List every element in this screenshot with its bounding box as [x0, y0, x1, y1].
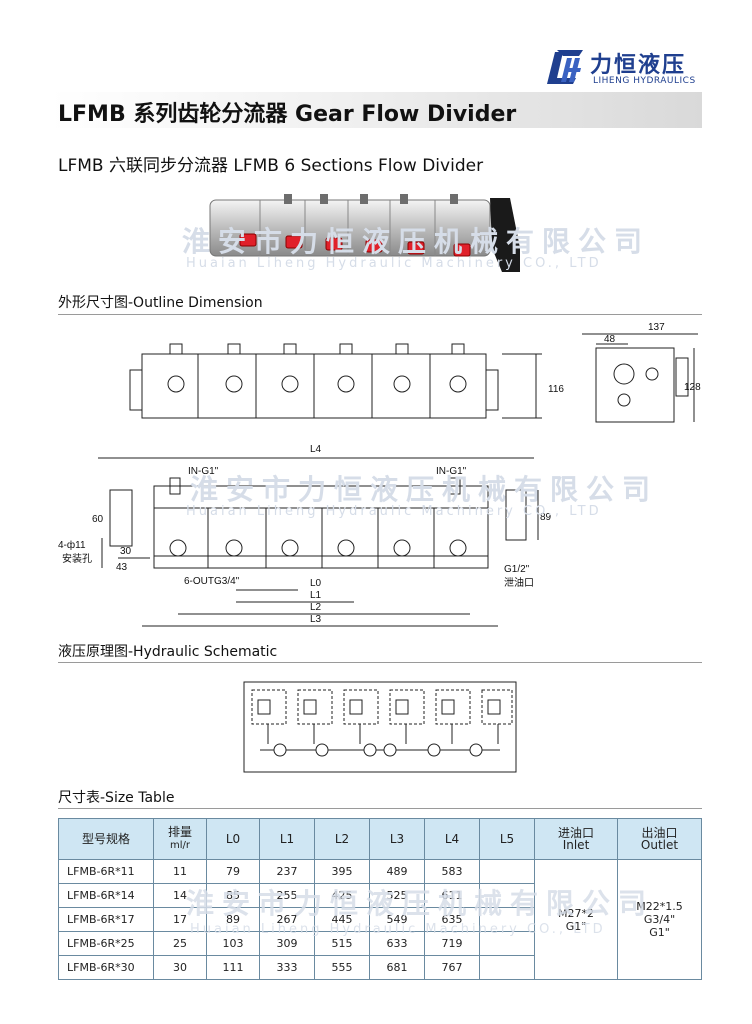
- cell-L5: [479, 955, 535, 980]
- col-L4: L4: [424, 818, 480, 860]
- label-in-right: IN-G1": [436, 466, 467, 477]
- cell-disp: 14: [153, 883, 207, 908]
- col-displacement-cn: 排量: [167, 825, 192, 839]
- dim-30: 30: [120, 546, 132, 557]
- cell-L2: 395: [314, 859, 370, 884]
- dim-L0: L0: [310, 578, 322, 589]
- section-size-table-heading: 尺寸表-Size Table: [58, 790, 175, 806]
- dim-L3: L3: [310, 614, 322, 625]
- col-displacement-unit: ml/r: [170, 840, 190, 851]
- col-L5: L5: [479, 818, 535, 860]
- dim-128: 128: [684, 382, 701, 393]
- col-outlet-en: Outlet: [640, 838, 679, 852]
- cell-L2: 515: [314, 931, 370, 956]
- outline-drawing: 137 48 116 128 L4 IN-G1" IN-G1" 60 89 30…: [58, 322, 701, 627]
- cell-model: LFMB-6R*25: [58, 931, 154, 956]
- divider: [58, 314, 702, 315]
- cell-L1: 237: [259, 859, 315, 884]
- title-bar: [50, 92, 702, 128]
- cell-outlet: M22*1.5 G3/4" G1": [617, 859, 702, 980]
- divider: [58, 808, 702, 809]
- cell-model: LFMB-6R*17: [58, 907, 154, 932]
- label-outlets: 6-OUTG3/4": [184, 576, 240, 587]
- table-row: LFMB-6R*11 11 79 237 395 489 583 M27*2 G…: [58, 859, 702, 980]
- size-table: 型号规格 排量 ml/r L0 L1 L2 L3 L4 L5 进油口 Inlet…: [58, 818, 702, 980]
- cell-L5: [479, 907, 535, 932]
- watermark-cn: 淮安市力恒液压机械有限公司: [182, 225, 651, 258]
- table-row: LFMB-6R*30 30 111 333 555 681 767: [58, 955, 702, 980]
- label-in-left: IN-G1": [188, 466, 219, 477]
- section-schematic-heading: 液压原理图-Hydraulic Schematic: [58, 644, 278, 660]
- brand-name-en: LIHENG HYDRAULICS: [593, 76, 696, 86]
- cell-L4: 719: [424, 931, 480, 956]
- dim-48: 48: [604, 334, 616, 345]
- col-model: 型号规格: [58, 818, 154, 860]
- watermark-cn: 淮安市力恒液压机械有限公司: [186, 887, 655, 920]
- watermark-en: Huaian Liheng Hydraulic Machinery CO., L…: [190, 922, 606, 937]
- watermark-cn: 淮安市力恒液压机械有限公司: [190, 473, 659, 506]
- cell-L0: 79: [206, 859, 260, 884]
- cell-disp: 30: [153, 955, 207, 980]
- cell-L1: 309: [259, 931, 315, 956]
- dim-60: 60: [92, 514, 104, 525]
- dim-L2: L2: [310, 602, 322, 613]
- col-L3: L3: [369, 818, 425, 860]
- cell-inlet: M27*2 G1": [534, 859, 618, 980]
- watermark-en: Huaian Liheng Hydraulic Machinery CO., L…: [186, 504, 602, 519]
- col-L0: L0: [206, 818, 260, 860]
- page-subtitle: LFMB 六联同步分流器 LFMB 6 Sections Flow Divide…: [58, 156, 484, 176]
- cell-L3: 489: [369, 859, 425, 884]
- col-outlet: 出油口 Outlet: [617, 818, 702, 860]
- col-inlet-en: Inlet: [562, 838, 590, 852]
- page-title: LFMB 系列齿轮分流器 Gear Flow Divider: [58, 102, 517, 127]
- cell-model: LFMB-6R*30: [58, 955, 154, 980]
- cell-L5: [479, 883, 535, 908]
- cell-L2: 555: [314, 955, 370, 980]
- label-holes: 4-ф11: [58, 539, 86, 551]
- cell-model: LFMB-6R*14: [58, 883, 154, 908]
- cell-L0: 103: [206, 931, 260, 956]
- col-L1: L1: [259, 818, 315, 860]
- outlet-line3: G1": [649, 926, 670, 939]
- dim-137: 137: [648, 322, 665, 333]
- cell-L4: 583: [424, 859, 480, 884]
- table-header-row: 型号规格 排量 ml/r L0 L1 L2 L3 L4 L5 进油口 Inlet…: [58, 818, 702, 860]
- outlet-line2: G3/4": [643, 913, 676, 926]
- cell-L0: 89: [206, 907, 260, 932]
- cell-L5: [479, 859, 535, 884]
- col-inlet-cn: 进油口: [557, 826, 594, 840]
- product-photo: [209, 194, 520, 272]
- col-displacement: 排量 ml/r: [153, 818, 207, 860]
- hydraulic-schematic: [243, 681, 517, 773]
- cell-L0: 111: [206, 955, 260, 980]
- brand-logo-icon: [547, 50, 583, 84]
- label-holes-cn: 安装孔: [62, 552, 92, 565]
- col-outlet-cn: 出油口: [641, 826, 678, 840]
- brand-name-cn: 力恒液压: [590, 53, 687, 78]
- table-row: LFMB-6R*25 25 103 309 515 633 719: [58, 931, 702, 956]
- watermark-en: Huaian Liheng Hydraulic Machinery CO., L…: [186, 256, 602, 271]
- outlet-line1: M22*1.5: [636, 900, 683, 913]
- cell-disp: 11: [153, 859, 207, 884]
- dim-43: 43: [116, 562, 128, 573]
- dim-L1: L1: [310, 590, 322, 601]
- dim-89: 89: [540, 512, 552, 523]
- inlet-line1: M27*2: [558, 906, 594, 920]
- cell-L1: 255: [259, 883, 315, 908]
- divider: [58, 662, 702, 663]
- cell-L4: 767: [424, 955, 480, 980]
- label-drain: G1/2": [504, 564, 530, 575]
- cell-L5: [479, 931, 535, 956]
- inlet-line2: G1": [565, 919, 587, 933]
- section-outline-heading: 外形尺寸图-Outline Dimension: [58, 295, 263, 311]
- cell-L4: 635: [424, 907, 480, 932]
- cell-L1: 333: [259, 955, 315, 980]
- col-inlet: 进油口 Inlet: [534, 818, 618, 860]
- col-L2: L2: [314, 818, 370, 860]
- dim-L4: L4: [310, 444, 322, 455]
- dim-116: 116: [548, 384, 564, 395]
- label-drain-cn: 泄油口: [504, 576, 534, 589]
- cell-model: LFMB-6R*11: [58, 859, 154, 884]
- cell-L3: 681: [369, 955, 425, 980]
